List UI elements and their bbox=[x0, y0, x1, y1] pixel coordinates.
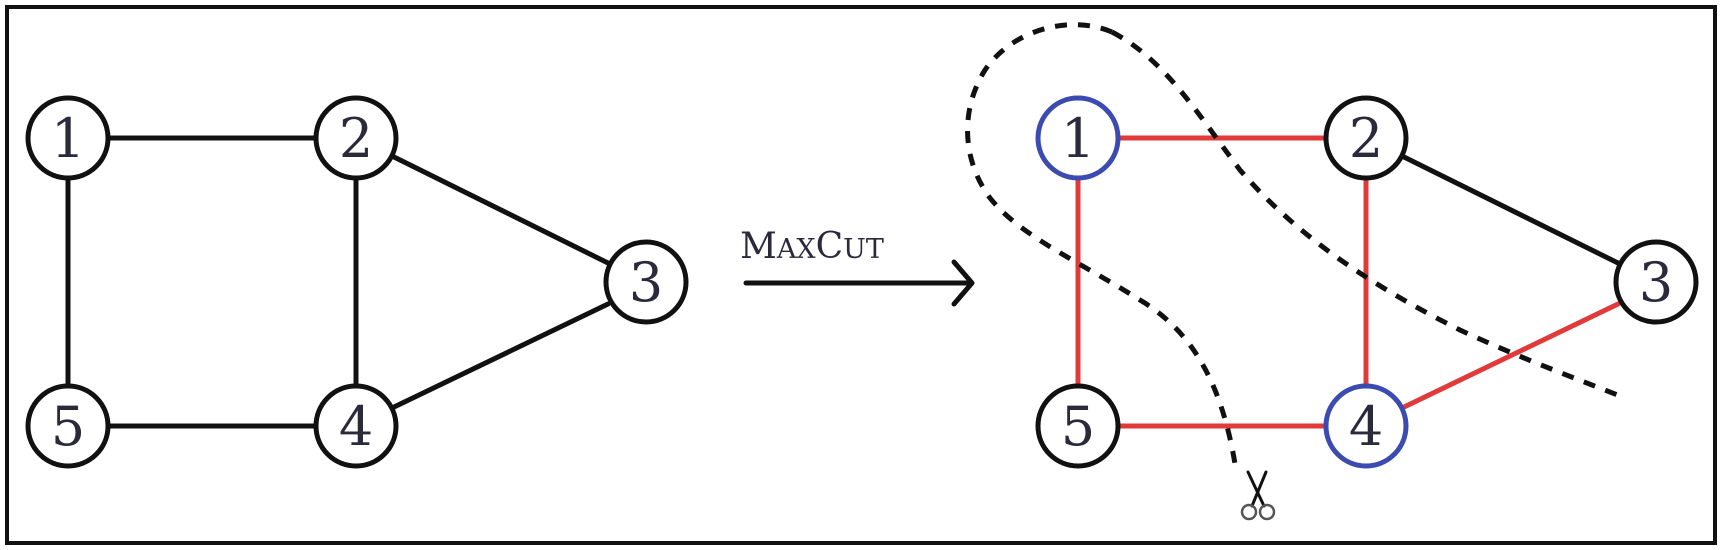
input-node-label: 5 bbox=[51, 395, 85, 458]
input-node-1: 1 bbox=[25, 95, 111, 181]
input-node-3: 3 bbox=[603, 239, 689, 325]
figure-frame bbox=[5, 5, 1717, 545]
input-node-label: 1 bbox=[51, 107, 85, 170]
input-node-label: 2 bbox=[339, 107, 373, 170]
input-node-5: 5 bbox=[25, 383, 111, 469]
output-node-label: 4 bbox=[1349, 395, 1383, 458]
cut-curve bbox=[965, 22, 1239, 471]
output-node-label: 2 bbox=[1349, 107, 1383, 170]
operation-label: MAXCUT bbox=[740, 226, 884, 267]
output-node-label: 3 bbox=[1639, 251, 1673, 314]
uncut-edge-2-3 bbox=[1399, 153, 1623, 267]
operation-arrow-group: MAXCUT bbox=[740, 226, 975, 307]
input-graph: 1 2 3 4 5 bbox=[25, 95, 689, 469]
input-edge-2-3 bbox=[389, 153, 613, 267]
arrow-head-icon bbox=[951, 259, 975, 307]
output-node-3: 3 bbox=[1613, 239, 1699, 325]
scissors-icon bbox=[1240, 470, 1276, 521]
cut-edge-4-3 bbox=[1399, 301, 1621, 411]
output-node-label: 1 bbox=[1061, 107, 1095, 170]
output-node-2: 2 bbox=[1323, 95, 1409, 181]
cut-curve-branch bbox=[1110, 29, 1626, 401]
output-node-1-selected: 1 bbox=[1035, 95, 1121, 181]
output-node-5: 5 bbox=[1035, 383, 1121, 469]
input-node-2: 2 bbox=[313, 95, 399, 181]
input-node-4: 4 bbox=[313, 383, 399, 469]
output-node-label: 5 bbox=[1061, 395, 1095, 458]
output-graph: 1 2 3 4 5 bbox=[965, 22, 1699, 521]
input-node-label: 4 bbox=[339, 395, 373, 458]
output-node-4-selected: 4 bbox=[1323, 383, 1409, 469]
input-edge-4-3 bbox=[389, 301, 611, 411]
input-node-label: 3 bbox=[629, 251, 663, 314]
